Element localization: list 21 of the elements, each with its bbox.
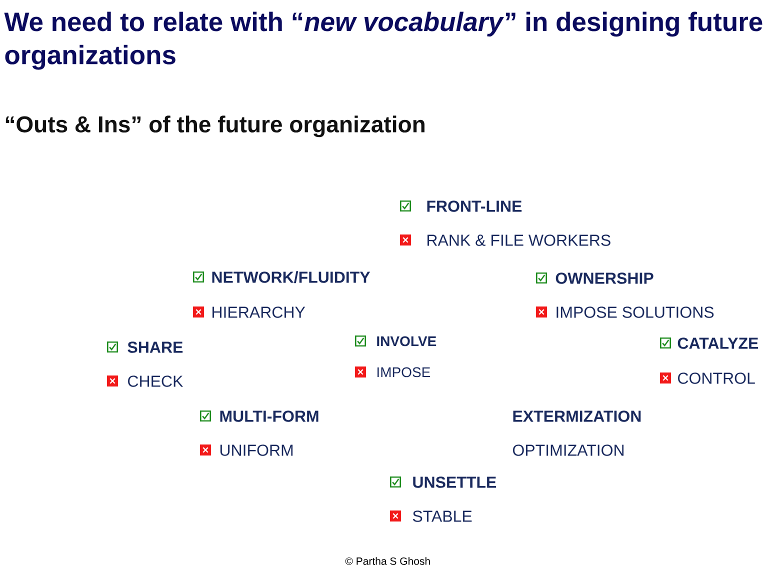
keyword: CATALYZE [678, 338, 758, 349]
keyword: CHECK [128, 376, 184, 387]
copyright-note: © Partha S Ghosh [345, 557, 430, 565]
keyword: EXTERMIZATION [513, 410, 641, 422]
subheading: “Outs & Ins” of the future organization [6, 116, 424, 138]
keyword: RANK & FILE WORKERS [428, 234, 610, 246]
keyword: IMPOSE [378, 367, 430, 378]
keyword: UNSETTLE [413, 476, 496, 488]
keyword: MULTI-FORM [220, 410, 318, 422]
keyword: STABLE [412, 510, 472, 522]
heading: We need to relate with “new vocabulary” in designing future organizations [4, 12, 762, 70]
keyword: IMPOSE SOLUTIONS [556, 306, 714, 318]
keyword: CONTROL [678, 372, 755, 384]
keyword: SHARE [128, 342, 183, 353]
keyword: HIERARCHY [212, 306, 306, 318]
keyword: NETWORK/FLUIDITY [212, 271, 370, 284]
keyword: OWNERSHIP [556, 272, 654, 284]
keyword: UNIFORM [220, 444, 293, 456]
keyword: FRONT-LINE [427, 200, 522, 212]
keyword: OPTIMIZATION [512, 444, 624, 456]
keyword: INVOLVE [377, 336, 436, 346]
